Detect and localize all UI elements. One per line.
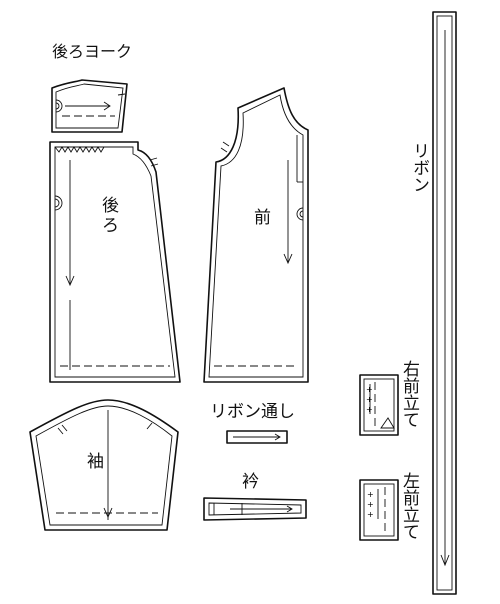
svg-text:+: + bbox=[367, 510, 374, 519]
right-placket-label: 右前立て bbox=[399, 360, 419, 428]
sleeve-piece bbox=[29, 399, 179, 531]
front-label: 前 bbox=[254, 208, 271, 228]
svg-text:+: + bbox=[366, 395, 373, 404]
ribbon-piece bbox=[432, 11, 457, 595]
svg-text:+: + bbox=[366, 405, 373, 414]
back-label-line2: ろ bbox=[102, 216, 119, 236]
back-label-line1: 後 bbox=[102, 196, 119, 216]
back-body-piece bbox=[49, 141, 181, 383]
collar-piece bbox=[203, 497, 307, 521]
svg-text:+: + bbox=[367, 490, 374, 499]
right-placket-piece: + + + bbox=[359, 374, 399, 436]
ribbon-loop-piece bbox=[226, 430, 288, 444]
sleeve-label: 袖 bbox=[87, 452, 104, 472]
back-yoke-label: 後ろヨーク bbox=[52, 42, 133, 61]
svg-text:+: + bbox=[366, 385, 373, 394]
ribbon-loop-label: リボン通し bbox=[210, 402, 295, 422]
back-yoke-piece bbox=[51, 79, 128, 133]
collar-label: 衿 bbox=[242, 472, 259, 492]
left-placket-piece: + + + bbox=[359, 479, 399, 541]
left-placket-label: 左前立て bbox=[399, 472, 419, 540]
ribbon-label: リボン bbox=[409, 142, 429, 193]
svg-text:+: + bbox=[367, 500, 374, 509]
front-body-piece bbox=[203, 87, 309, 383]
